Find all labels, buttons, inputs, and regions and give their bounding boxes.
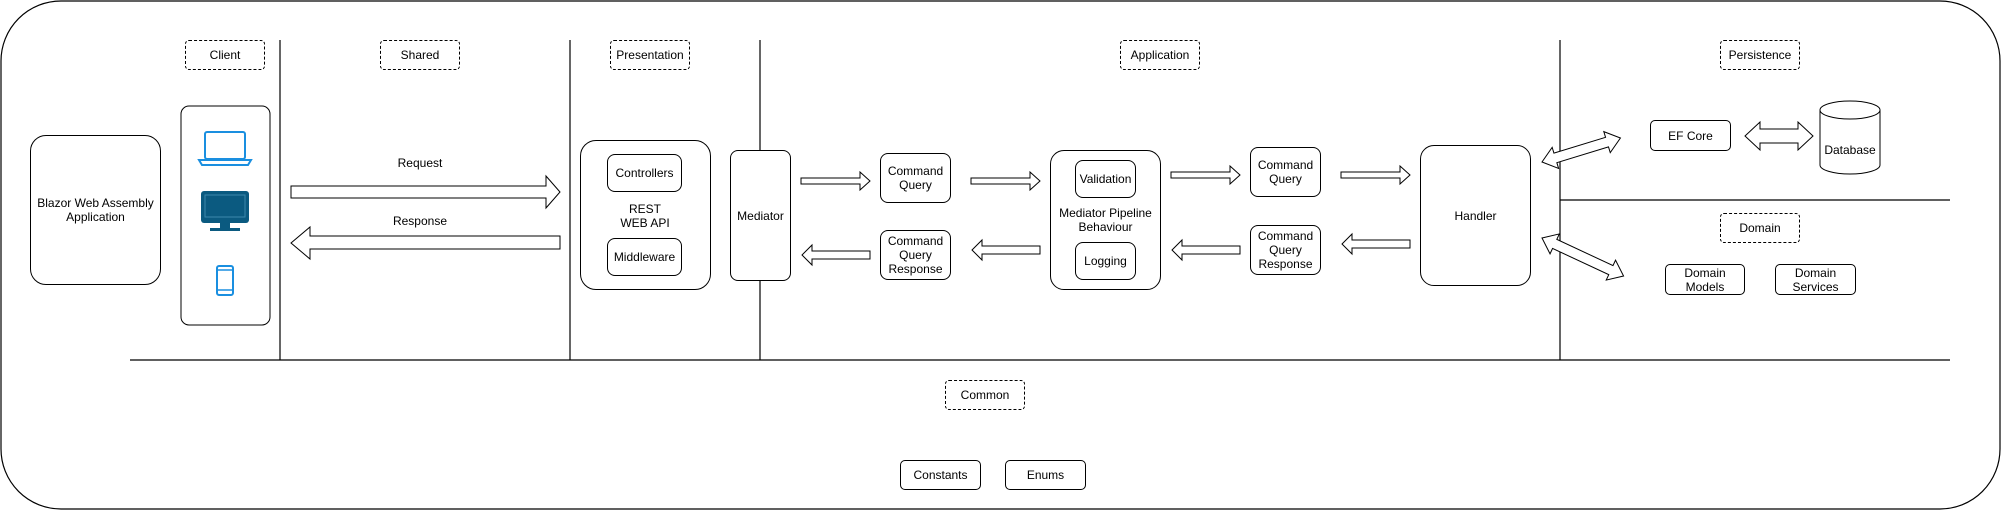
handler-box: Handler <box>1420 145 1531 286</box>
layer-label-common: Common <box>945 380 1025 410</box>
arrow-handler-to-response <box>1341 232 1411 256</box>
database-label: Database <box>1824 143 1876 157</box>
arrow-handler-ef-core <box>1541 130 1622 170</box>
layer-label-persistence: Persistence <box>1720 40 1800 70</box>
domain-models-box: Domain Models <box>1665 264 1745 295</box>
blazor-app-box: Blazor Web Assembly Application <box>30 135 161 285</box>
database-icon <box>1819 100 1881 175</box>
arrow-response-to-pipeline <box>1171 238 1241 262</box>
arrow-response-to-mediator <box>801 243 871 267</box>
request-label: Request <box>397 156 443 170</box>
constants-box: Constants <box>900 460 981 490</box>
layer-label-presentation: Presentation <box>610 40 690 70</box>
middleware-box: Middleware <box>607 238 682 276</box>
arrow-handler-domain <box>1541 233 1625 281</box>
layer-label-client: Client <box>185 40 265 70</box>
handler-command-query-response-box: Command Query Response <box>1250 225 1321 275</box>
mediator-pipeline-label: Mediator Pipeline Behaviour <box>1059 206 1152 234</box>
arrow-pipeline-to-response <box>971 238 1041 262</box>
arrow-pipeline-to-command-query <box>1170 164 1241 186</box>
ef-core-box: EF Core <box>1650 120 1731 151</box>
response-arrow <box>290 225 561 261</box>
response-label: Response <box>392 214 448 228</box>
mobile-phone-icon <box>216 265 234 296</box>
arrow-command-query-to-handler <box>1340 164 1411 186</box>
command-query-box: Command Query <box>880 153 951 203</box>
enums-box: Enums <box>1005 460 1086 490</box>
layer-label-domain: Domain <box>1720 213 1800 243</box>
validation-box: Validation <box>1075 160 1136 198</box>
laptop-icon <box>197 131 253 166</box>
controllers-box: Controllers <box>607 154 682 192</box>
arrow-ef-core-database <box>1744 120 1814 152</box>
arrow-mediator-to-command-query <box>800 170 871 192</box>
handler-command-query-box: Command Query <box>1250 147 1321 197</box>
rest-web-api-label: REST WEB API <box>620 202 670 230</box>
request-arrow <box>290 174 561 210</box>
arrow-command-query-to-pipeline <box>970 170 1041 192</box>
desktop-monitor-icon <box>201 191 249 231</box>
domain-services-box: Domain Services <box>1775 264 1856 295</box>
command-query-response-box: Command Query Response <box>880 230 951 280</box>
mediator-box: Mediator <box>730 150 791 281</box>
layer-label-shared: Shared <box>380 40 460 70</box>
logging-box: Logging <box>1075 242 1136 280</box>
layer-label-application: Application <box>1120 40 1200 70</box>
